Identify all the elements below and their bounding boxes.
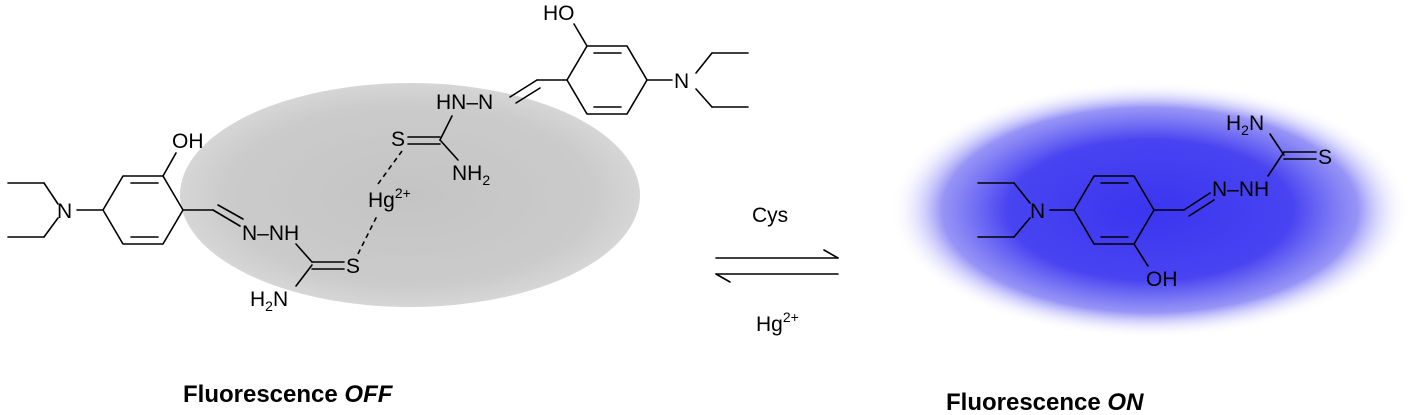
mol-b-amine-n: N: [674, 70, 689, 93]
probe-hydrazine: N–NH: [1212, 178, 1269, 201]
caption-off: Fluorescence OFF: [183, 381, 394, 408]
probe-hydroxyl: OH: [1146, 268, 1178, 291]
caption-on: Fluorescence ON: [946, 389, 1144, 415]
mol-a-amide: H2N: [250, 288, 288, 314]
free-probe: N OH N–NH S H2N: [977, 112, 1332, 291]
hg-s-bond-lower: [357, 213, 379, 255]
mol-b-hydroxyl: HO: [543, 2, 575, 25]
probe-amine-n: N: [1030, 200, 1045, 223]
molecule-a: N OH N–NH S H2N: [7, 130, 360, 314]
probe-thione-s: S: [1318, 146, 1332, 169]
mol-a-thione-s: S: [346, 255, 360, 278]
mol-a-amine-n: N: [57, 200, 72, 223]
mol-a-hydroxyl: OH: [172, 130, 204, 153]
mol-b-thione-s: S: [391, 128, 405, 151]
fluorescence-glow: [890, 82, 1410, 338]
hg-s-bond-upper: [377, 150, 403, 185]
hg-ion: Hg2+: [368, 185, 411, 212]
reverse-reagent: Hg2+: [756, 309, 799, 336]
forward-reagent: Cys: [752, 204, 788, 227]
equilibrium-arrows: Cys Hg2+: [715, 204, 839, 336]
mol-b-hydrazine: HN–N: [436, 91, 493, 114]
mol-a-hydrazine: N–NH: [242, 222, 299, 245]
probe-amide: H2N: [1226, 112, 1264, 138]
molecule-b: S NH2 HN–N HO N: [391, 2, 749, 188]
complex-halo: [180, 83, 640, 307]
